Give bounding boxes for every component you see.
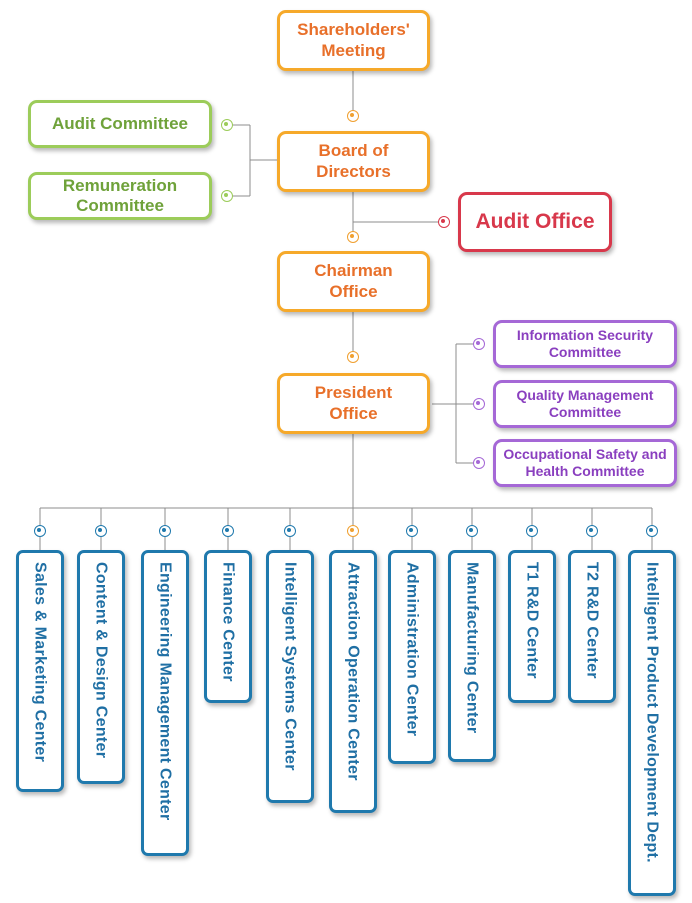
center-box-t1-rd: T1 R&D Center	[508, 550, 556, 703]
connector-node	[221, 190, 233, 202]
connector-node	[466, 525, 478, 537]
quality-management-committee-label: Quality Management Committee	[516, 387, 654, 420]
center-box-intelligent-product-development: Intelligent Product Development Dept.	[628, 550, 676, 896]
connector-node	[473, 457, 485, 469]
quality-management-committee-box: Quality Management Committee	[493, 380, 677, 428]
president-office-box: President Office	[277, 373, 430, 434]
remuneration-committee-box: Remuneration Committee	[28, 172, 212, 220]
center-box-manufacturing: Manufacturing Center	[448, 550, 496, 762]
connector-node	[347, 110, 359, 122]
center-box-administration: Administration Center	[388, 550, 436, 764]
connector-node	[347, 231, 359, 243]
center-box-sales-marketing: Sales & Marketing Center	[16, 550, 64, 792]
connector-node	[586, 525, 598, 537]
center-label: Engineering Management Center	[156, 562, 174, 821]
connector-node	[34, 525, 46, 537]
center-box-engineering-management: Engineering Management Center	[141, 550, 189, 856]
center-label: Administration Center	[403, 562, 421, 737]
remuneration-committee-label: Remuneration Committee	[62, 175, 178, 215]
center-label: T1 R&D Center	[523, 562, 541, 679]
connector-node	[222, 525, 234, 537]
center-label: Content & Design Center	[92, 562, 110, 759]
audit-office-box: Audit Office	[458, 192, 612, 252]
center-label: Manufacturing Center	[463, 562, 481, 734]
board-of-directors-label: Board of Directors	[316, 141, 391, 181]
audit-committee-box: Audit Committee	[28, 100, 212, 148]
connector-node	[406, 525, 418, 537]
center-box-t2-rd: T2 R&D Center	[568, 550, 616, 703]
connector-node	[347, 525, 359, 537]
center-label: Attraction Operation Center	[344, 562, 362, 781]
center-box-content-design: Content & Design Center	[77, 550, 125, 784]
center-label: Finance Center	[219, 562, 237, 682]
connector-node	[473, 398, 485, 410]
center-box-attraction-operation: Attraction Operation Center	[329, 550, 377, 813]
audit-office-label: Audit Office	[475, 210, 595, 234]
connector-node	[284, 525, 296, 537]
president-office-label: President Office	[314, 383, 393, 423]
connector-node	[473, 338, 485, 350]
occupational-safety-committee-box: Occupational Safety and Health Committee	[493, 439, 677, 487]
board-of-directors-box: Board of Directors	[277, 131, 430, 192]
chairman-office-box: Chairman Office	[277, 251, 430, 312]
connector-node	[347, 351, 359, 363]
occupational-safety-committee-label: Occupational Safety and Health Committee	[503, 446, 667, 479]
center-label: Intelligent Product Development Dept.	[643, 562, 661, 863]
shareholders-meeting-box: Shareholders' Meeting	[277, 10, 430, 71]
connector-node	[526, 525, 538, 537]
connector-node	[646, 525, 658, 537]
connector-node	[438, 216, 450, 228]
connector-node	[95, 525, 107, 537]
chairman-office-label: Chairman Office	[314, 261, 393, 301]
center-box-finance: Finance Center	[204, 550, 252, 703]
center-label: T2 R&D Center	[583, 562, 601, 679]
center-label: Sales & Marketing Center	[31, 562, 49, 763]
information-security-committee-box: Information Security Committee	[493, 320, 677, 368]
shareholders-meeting-label: Shareholders' Meeting	[297, 20, 410, 60]
connector-node	[221, 119, 233, 131]
center-box-intelligent-systems: Intelligent Systems Center	[266, 550, 314, 803]
connector-node	[159, 525, 171, 537]
center-label: Intelligent Systems Center	[281, 562, 299, 771]
information-security-committee-label: Information Security Committee	[516, 327, 654, 360]
audit-committee-label: Audit Committee	[52, 113, 188, 133]
